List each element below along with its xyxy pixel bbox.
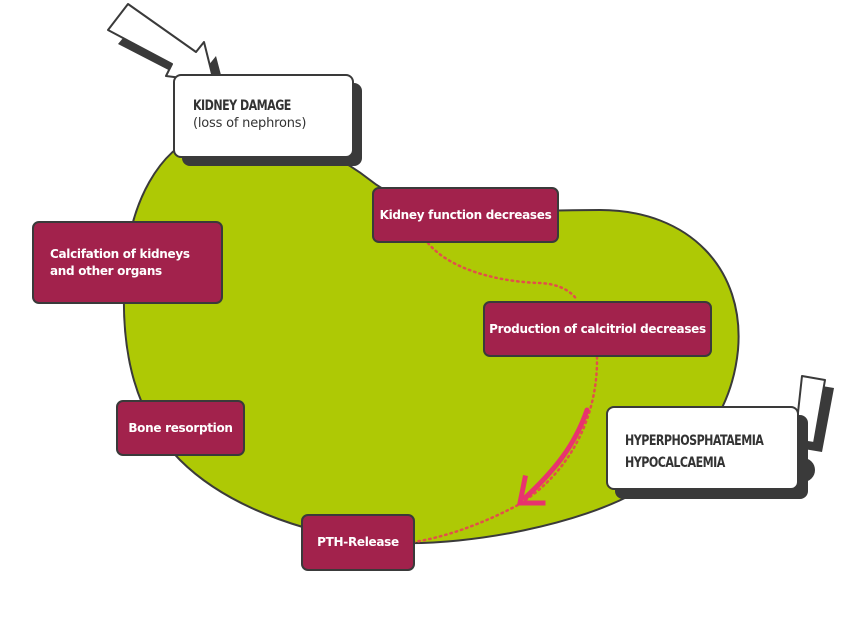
step-kidney-function-decreases: Kidney function decreases [372,187,559,243]
step-bone-resorption: Bone resorption [116,400,245,456]
result-line-2: HYPOCALCAEMIA [625,455,725,471]
trigger-card: KIDNEY DAMAGE (loss of nephrons) [173,74,354,158]
trigger-title: KIDNEY DAMAGE [193,98,291,114]
step-pth-release: PTH-Release [301,514,415,571]
step-label-line-2: and other organs [50,263,162,278]
dotted-connector-2 [412,355,599,544]
result-line-1: HYPERPHOSPHATAEMIA [625,433,764,449]
step-label: Production of calcitriol decreases [489,321,706,336]
trigger-subtitle: (loss of nephrons) [193,116,307,131]
step-calcification: Calcifation of kidneys and other organs [32,221,223,304]
step-label: Bone resorption [128,420,233,435]
step-label-line-1: Calcifation of kidneys [50,246,190,261]
step-calcitriol-decreases: Production of calcitriol decreases [483,301,712,357]
curved-arrow-icon [516,407,590,506]
step-label: PTH-Release [317,535,399,549]
step-label: Kidney function decreases [379,207,552,222]
result-card: HYPERPHOSPHATAEMIA HYPOCALCAEMIA [606,406,799,490]
dotted-connector-1 [426,241,579,302]
